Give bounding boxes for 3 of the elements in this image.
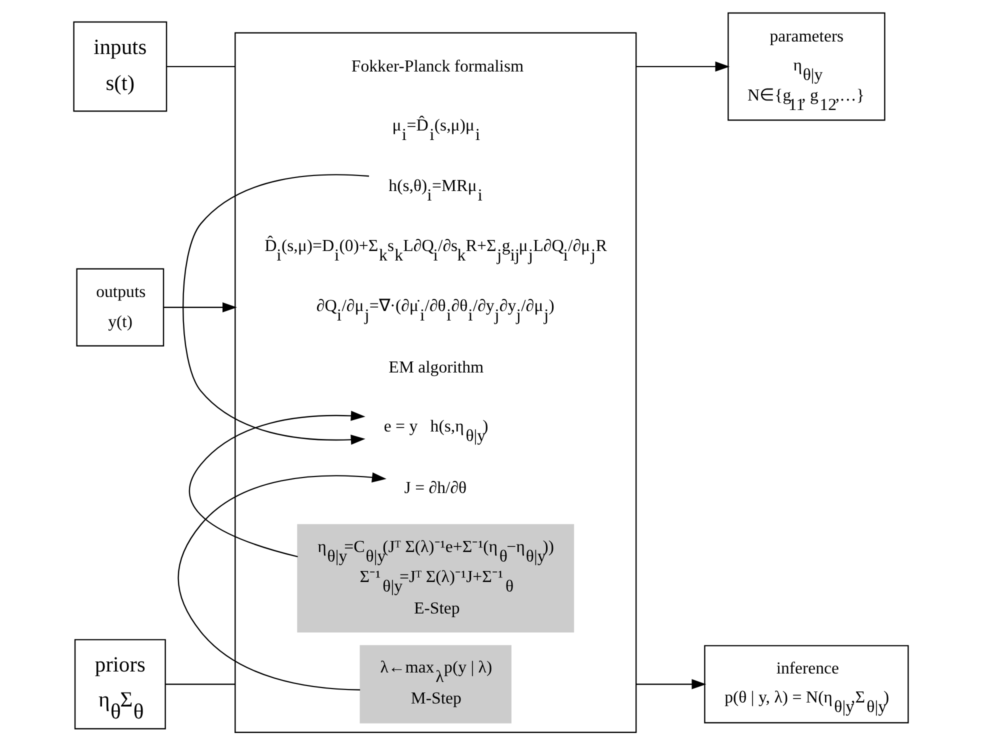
node-text: J = ∂h/∂θ — [404, 478, 466, 498]
node-text: Fokker-Planck formalism — [350, 56, 524, 76]
node-text: EM algorithm — [388, 358, 484, 377]
